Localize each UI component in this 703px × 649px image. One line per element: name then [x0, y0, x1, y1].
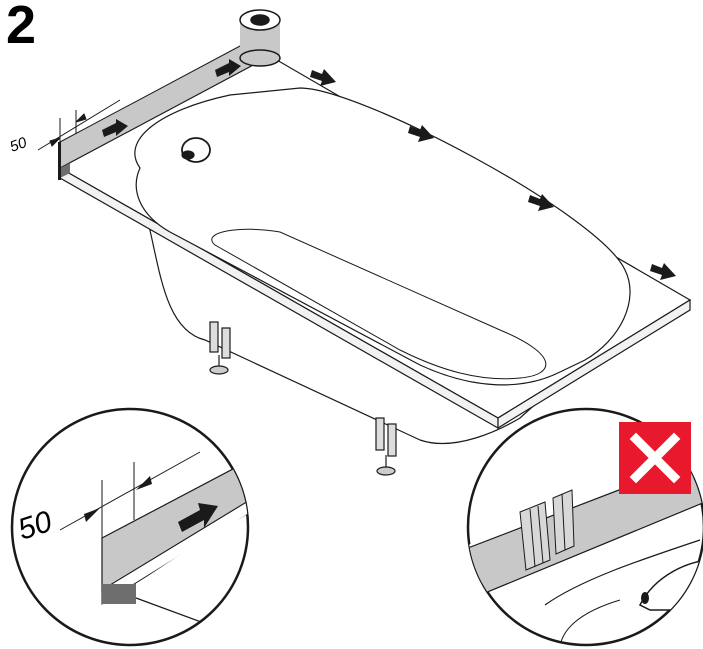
- tape-roll: [239, 9, 281, 67]
- arrow-right-icon: [310, 69, 336, 86]
- basin-outer: [134, 87, 631, 386]
- rim-direction-arrows: [310, 69, 676, 280]
- bathtub: [58, 55, 692, 445]
- tub-leg-left: [209, 321, 231, 375]
- arrow-right-icon: [102, 119, 128, 137]
- step-number: 2: [6, 0, 37, 55]
- arrow-right-icon: [178, 503, 218, 532]
- incorrect-marker: [619, 422, 691, 494]
- rim-edge-right: [497, 298, 691, 430]
- overflow-drain-inner: [181, 150, 195, 160]
- tub-leg-right: [375, 417, 397, 476]
- arrow-right-icon: [408, 125, 434, 142]
- cross-icon: [629, 432, 681, 484]
- tape-direction-arrows: [102, 59, 241, 137]
- basin-floor: [211, 228, 547, 380]
- main-dimension: [37, 99, 121, 151]
- detail-circle-correct: [10, 407, 250, 647]
- arrow-right-icon: [650, 263, 676, 280]
- arrow-right-icon: [215, 59, 241, 77]
- arrow-right-icon: [528, 194, 554, 211]
- dimension-label: 50: [8, 134, 30, 156]
